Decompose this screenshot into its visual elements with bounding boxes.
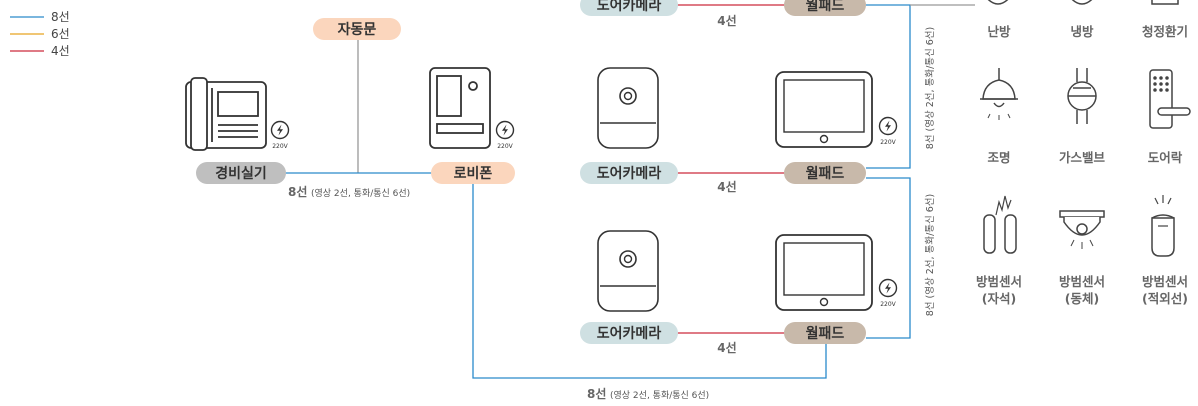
motion-sensor-icon [1059, 210, 1105, 249]
pill-door-camera-top: 도어카메라 [580, 0, 678, 16]
svg-text:월패드: 월패드 [806, 165, 845, 182]
legend-label-6: 6선 [51, 27, 70, 41]
lamp-icon [980, 68, 1018, 120]
device-icons [980, 0, 1191, 257]
door-camera-icon-mid [597, 67, 659, 149]
power-icon-guard [270, 120, 290, 140]
guard-intercom-icon [185, 77, 267, 151]
gas-valve-icon [1067, 68, 1097, 124]
label-door-lock: 도어락 [1148, 150, 1183, 165]
wallpad-riser-upper [866, 4, 911, 169]
label-infrared-sensor: 방범센서 [1142, 274, 1188, 289]
pill-wallpad-top: 월패드 [784, 0, 866, 16]
label-motion-sensor: 방범센서 [1059, 274, 1105, 289]
door-camera-icon-bottom [597, 230, 659, 312]
pill-door-camera-bottom: 도어카메라 [580, 322, 678, 344]
label-motion-sensor-sub: (동체) [1065, 291, 1099, 306]
label-lamp: 조명 [987, 150, 1010, 165]
power-label-lobby: 220V [497, 143, 513, 150]
vertical-wire-label-upper: 8선 (영상 2선, 통화/통신 6선) [925, 27, 936, 150]
device-labels: 난방 냉방 청정환기 조명 가스밸브 도어락 방범센서 (자석) 방범센서 (동… [976, 24, 1188, 306]
svg-text:(영상 2선, 통화/통신 6선): (영상 2선, 통화/통신 6선) [610, 390, 709, 401]
wallpad-icon-mid [775, 71, 873, 148]
cooling-icon [1071, 0, 1093, 5]
label-cooling: 냉방 [1070, 24, 1094, 39]
wires [282, 4, 975, 379]
svg-text:도어카메라: 도어카메라 [597, 325, 662, 342]
power-icon-wallpad-mid [878, 116, 898, 136]
label-infrared-sensor-sub: (적외선) [1142, 291, 1188, 306]
ventilation-icon [1151, 0, 1179, 5]
svg-text:8선: 8선 [587, 386, 606, 401]
svg-text:도어카메라: 도어카메라 [597, 0, 662, 14]
label-ventilation: 청정환기 [1142, 24, 1188, 39]
vertical-wire-label-lower: 8선 (영상 2선, 통화/통신 6선) [925, 194, 936, 317]
four-wire-label-top: 4선 [717, 13, 736, 28]
power-label-wallpad-bottom: 220V [880, 301, 896, 308]
legend-label-4: 4선 [51, 44, 70, 58]
pill-door-camera-mid: 도어카메라 [580, 162, 678, 184]
lobby-wallpad-wire [472, 184, 827, 379]
svg-text:(영상 2선, 통화/통신 6선): (영상 2선, 통화/통신 6선) [311, 188, 410, 199]
pill-wallpad-mid: 월패드 [784, 162, 866, 184]
pill-wallpad-bottom: 월패드 [784, 322, 866, 344]
svg-text:8선: 8선 [288, 184, 307, 199]
label-magnet-sensor: 방범센서 [976, 274, 1022, 289]
infrared-sensor-icon [1151, 195, 1175, 257]
svg-text:월패드: 월패드 [806, 325, 845, 342]
lobby-phone-icon [429, 67, 491, 149]
four-wire-label-bottom: 4선 [717, 340, 736, 355]
svg-text:로비폰: 로비폰 [454, 166, 493, 182]
svg-text:경비실기: 경비실기 [215, 165, 267, 182]
power-label-wallpad-mid: 220V [880, 139, 896, 146]
door-lock-icon [1149, 69, 1191, 129]
power-icon-lobby [495, 120, 515, 140]
legend: 8선 6선 4선 [10, 10, 70, 58]
power-icon-wallpad-bottom [878, 278, 898, 298]
wallpad-riser-lower [866, 177, 911, 339]
wallpad-icon-bottom [775, 234, 873, 311]
heating-icon [987, 0, 1009, 5]
svg-text:월패드: 월패드 [806, 0, 845, 14]
legend-label-8: 8선 [51, 10, 70, 24]
pill-lobby: 로비폰 [431, 162, 515, 184]
label-magnet-sensor-sub: (자석) [982, 291, 1016, 306]
pill-guard: 경비실기 [196, 162, 286, 184]
svg-text:도어카메라: 도어카메라 [597, 165, 662, 182]
magnet-sensor-icon [983, 195, 1017, 254]
four-wire-label-mid: 4선 [717, 179, 736, 194]
label-gas-valve: 가스밸브 [1059, 150, 1106, 165]
pill-autodoor: 자동문 [313, 18, 401, 40]
eight-wire-label-bottom: 8선 (영상 2선, 통화/통신 6선) [587, 386, 709, 401]
eight-wire-label-guard: 8선 (영상 2선, 통화/통신 6선) [288, 184, 410, 199]
svg-text:자동문: 자동문 [338, 22, 377, 38]
power-label-guard: 220V [272, 143, 288, 150]
label-heating: 난방 [987, 24, 1011, 39]
